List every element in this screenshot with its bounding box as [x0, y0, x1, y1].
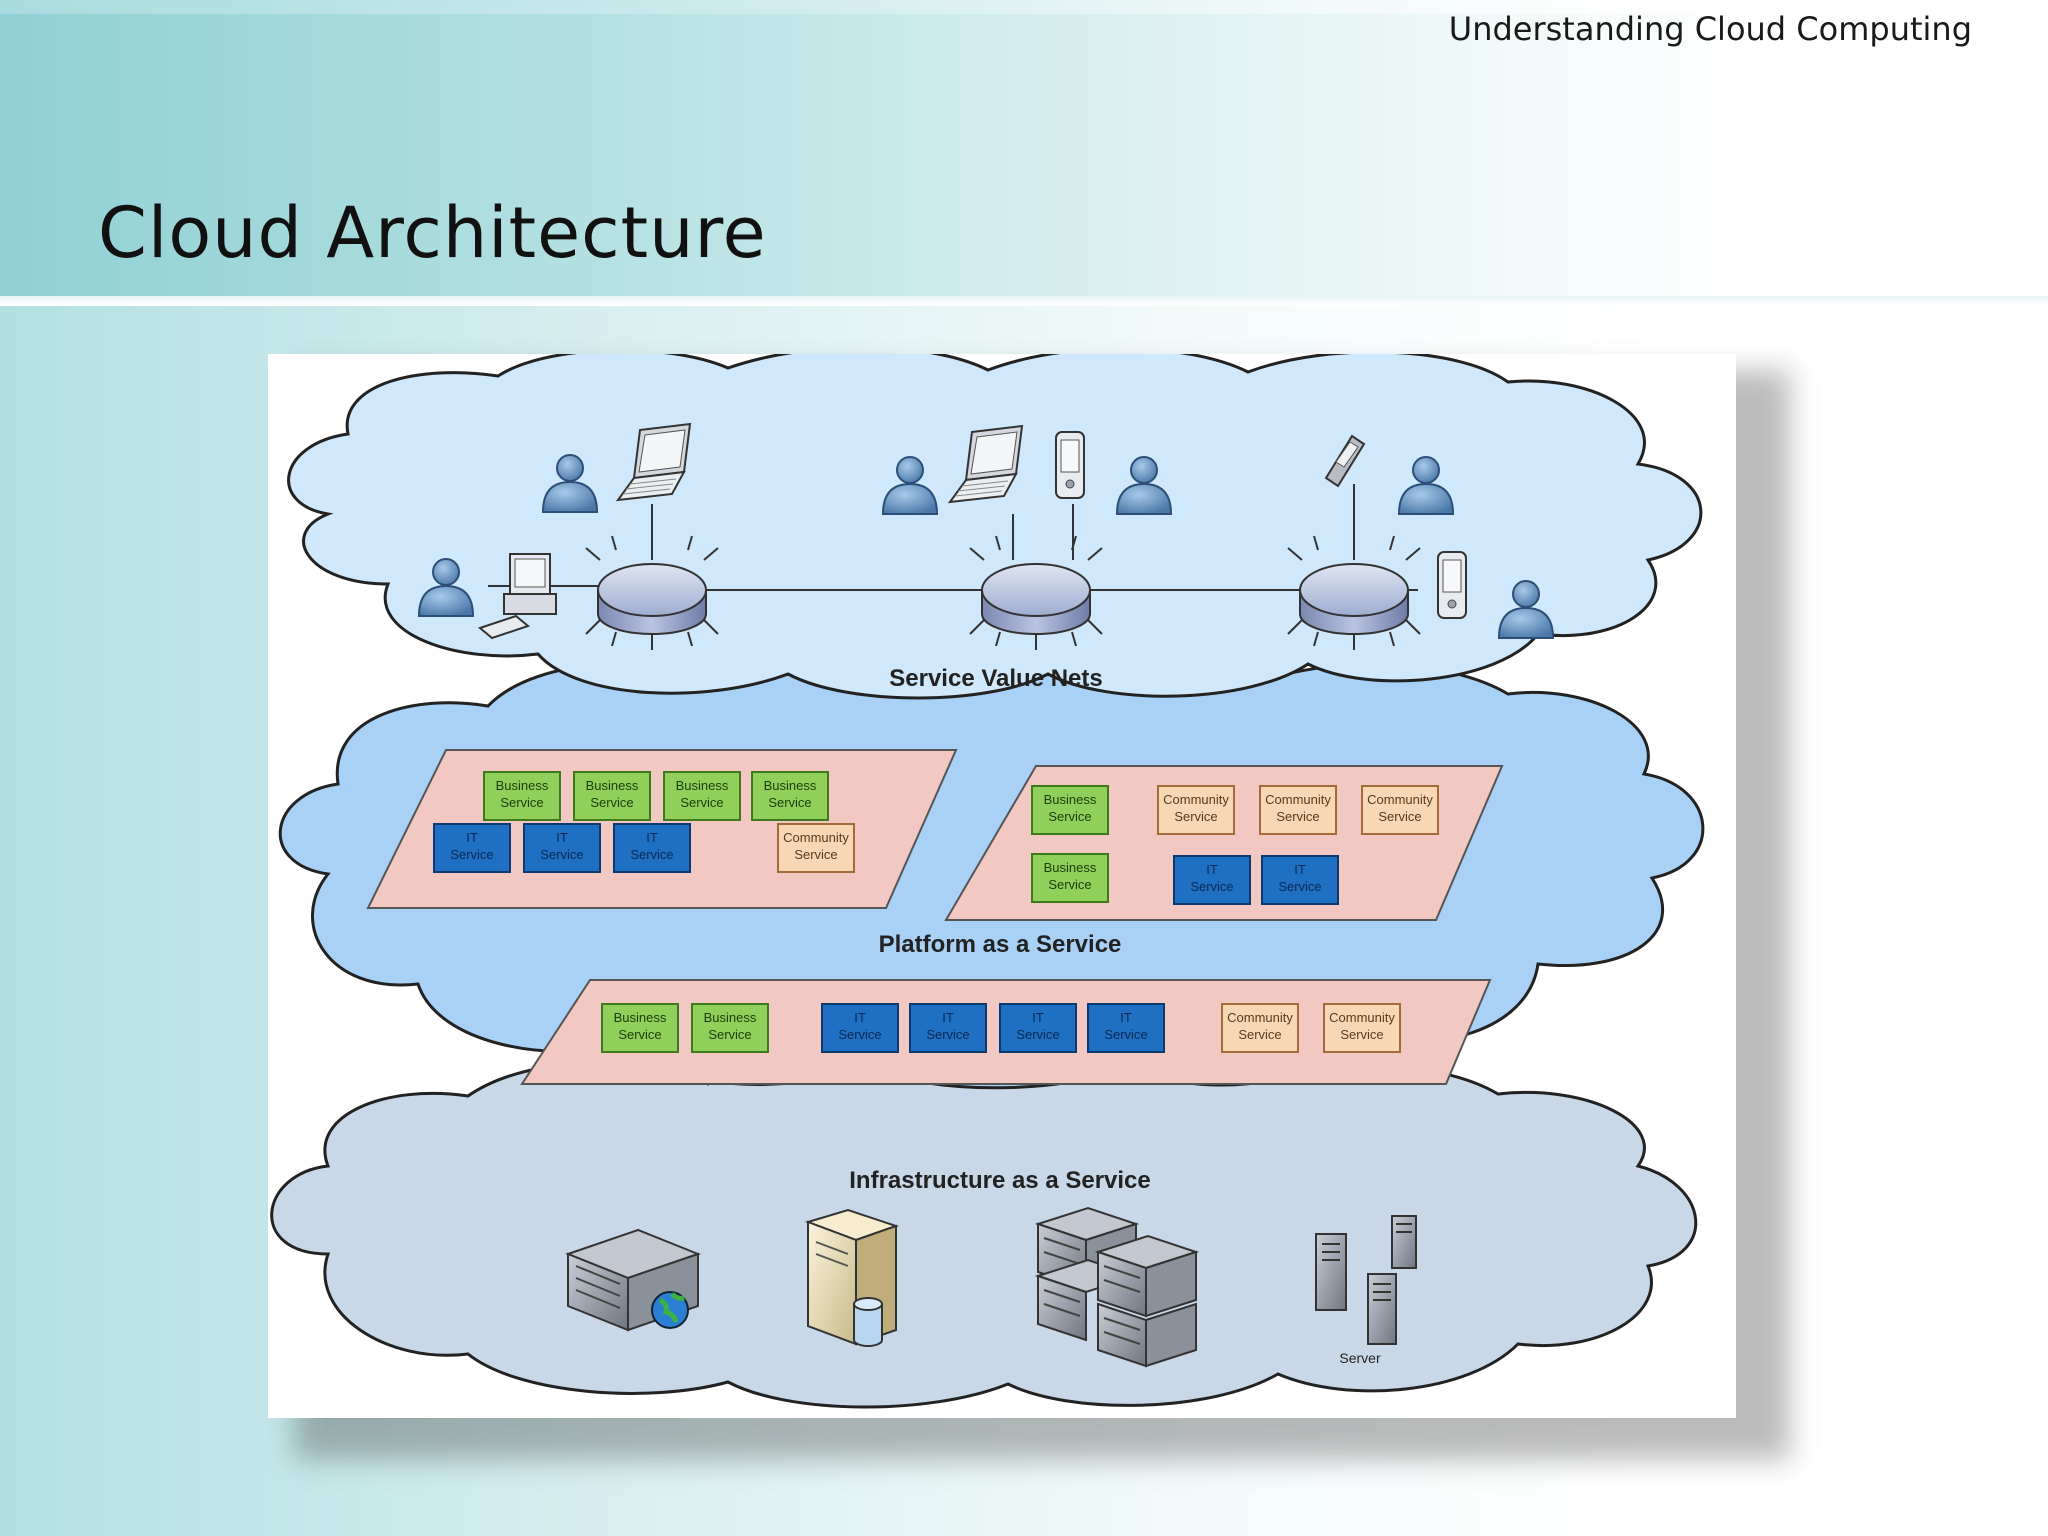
service-box-label: Service	[1378, 809, 1421, 824]
service-box-label: Business	[764, 778, 817, 793]
service-box-label: Service	[1278, 879, 1321, 894]
service-box-label: IT	[1032, 1010, 1044, 1025]
service-box-label: IT	[646, 830, 658, 845]
tower-servers-icon	[1315, 1215, 1417, 1345]
it-service-box: IT Service	[1087, 1003, 1165, 1053]
it-service-box: IT Service	[909, 1003, 987, 1053]
service-boxes: BusinessServiceBusinessServiceBusinessSe…	[433, 771, 1439, 1053]
database-server-icon	[804, 1208, 900, 1347]
layer-label-service-value-nets: Service Value Nets	[889, 665, 1102, 692]
service-box-label: IT	[1120, 1010, 1132, 1025]
layer-label-platform-as-a-service: Platform as a Service	[879, 931, 1122, 958]
service-box-label: Service	[500, 795, 543, 810]
service-box-label: Community	[1227, 1010, 1293, 1025]
presentation-subtitle: Understanding Cloud Computing	[1448, 10, 1972, 48]
service-box-label: Community	[1163, 792, 1229, 807]
service-box-label: IT	[1294, 862, 1306, 877]
server-cluster-icon	[1034, 1206, 1200, 1368]
service-box-label: Service	[768, 795, 811, 810]
service-box-label: Service	[1238, 1027, 1281, 1042]
service-box-label: Community	[1265, 792, 1331, 807]
service-box-label: IT	[556, 830, 568, 845]
header-band	[0, 14, 2048, 296]
it-service-box: IT Service	[613, 823, 691, 873]
it-service-box: IT Service	[999, 1003, 1077, 1053]
service-box-label: Business	[1044, 860, 1097, 875]
service-box-label: IT	[466, 830, 478, 845]
service-box-label: IT	[1206, 862, 1218, 877]
server-label: Server	[1339, 1350, 1381, 1366]
service-box-label: Service	[838, 1027, 881, 1042]
pda-icon	[1437, 551, 1467, 619]
service-box-label: Business	[614, 1010, 667, 1025]
service-box-label: Service	[540, 847, 583, 862]
slide-title: Cloud Architecture	[98, 192, 767, 274]
service-box-label: Service	[680, 795, 723, 810]
web-server-icon	[565, 1228, 701, 1332]
it-service-box: IT Service	[433, 823, 511, 873]
service-box-label: Service	[1048, 877, 1091, 892]
service-box-label: Service	[926, 1027, 969, 1042]
service-box-label: Service	[1104, 1027, 1147, 1042]
service-value-nets-cloud	[287, 354, 1703, 700]
it-service-box: IT Service	[523, 823, 601, 873]
service-box-label: Service	[450, 847, 493, 862]
service-box-label: Service	[794, 847, 837, 862]
service-box-label: Community	[783, 830, 849, 845]
service-box-label: Service	[1276, 809, 1319, 824]
service-box-label: Business	[676, 778, 729, 793]
service-box-label: Service	[1016, 1027, 1059, 1042]
service-box-label: Community	[1367, 792, 1433, 807]
header-divider	[0, 296, 2048, 306]
service-box-label: Service	[1190, 879, 1233, 894]
service-box-label: Service	[590, 795, 633, 810]
service-box-label: Service	[630, 847, 673, 862]
service-box-label: Service	[1174, 809, 1217, 824]
service-box-label: Service	[1340, 1027, 1383, 1042]
service-box-label: IT	[942, 1010, 954, 1025]
it-service-box: IT Service	[1173, 855, 1251, 905]
iaas-cloud	[270, 1060, 1698, 1409]
service-box-label: Business	[1044, 792, 1097, 807]
it-service-box: IT Service	[1261, 855, 1339, 905]
it-service-box: IT Service	[821, 1003, 899, 1053]
service-box-label: IT	[854, 1010, 866, 1025]
service-box-label: Service	[1048, 809, 1091, 824]
service-box-label: Service	[618, 1027, 661, 1042]
service-box-label: Business	[704, 1010, 757, 1025]
service-box-label: Community	[1329, 1010, 1395, 1025]
pda-icon	[1055, 431, 1085, 499]
service-box-label: Business	[586, 778, 639, 793]
service-box-label: Business	[496, 778, 549, 793]
service-box-label: Service	[708, 1027, 751, 1042]
cloud-architecture-diagram: Service Value Nets Platform as a Service…	[268, 354, 1736, 1418]
layer-label-infrastructure-as-a-service: Infrastructure as a Service	[849, 1167, 1151, 1194]
